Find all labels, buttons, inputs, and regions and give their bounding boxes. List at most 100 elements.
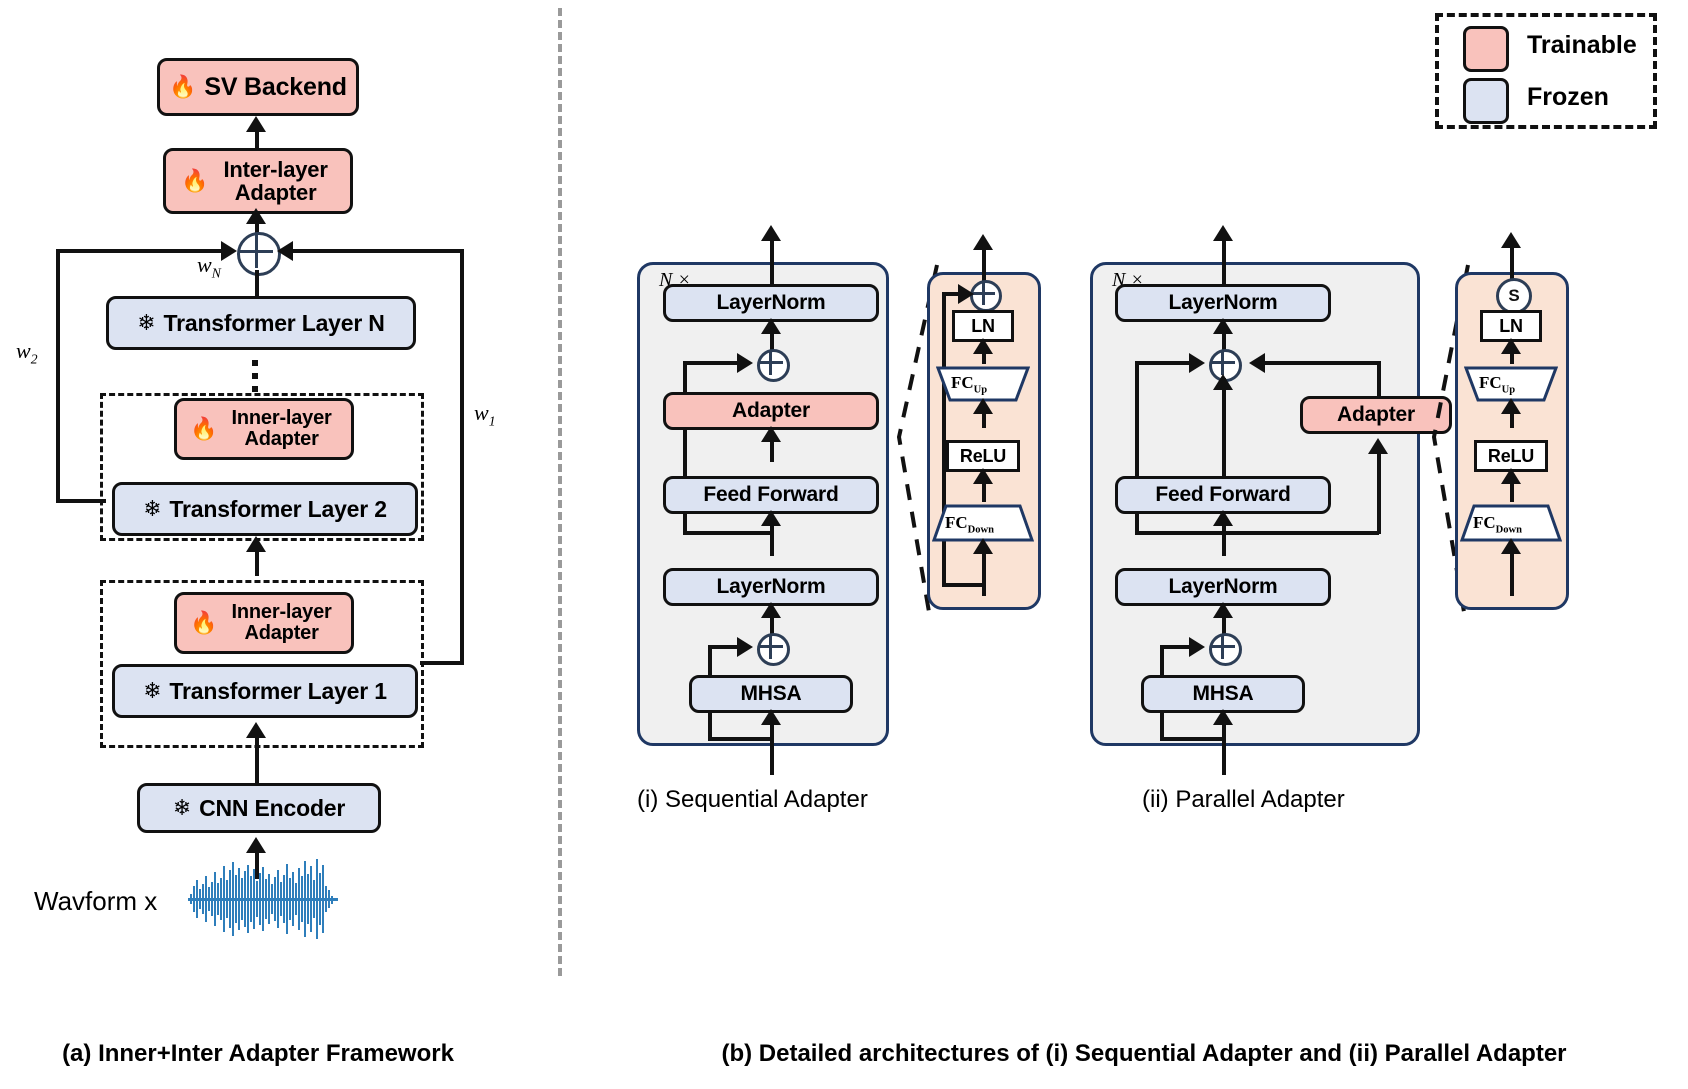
legend-swatch-trainable: [1463, 26, 1509, 72]
seq-layernorm-top-node: LayerNorm: [663, 284, 879, 322]
seq-mhsa-label: MHSA: [740, 681, 802, 705]
seq-layernorm-bottom-label: LayerNorm: [716, 574, 826, 598]
edge-par-adapter-to-sum: [1265, 361, 1381, 365]
edge-seq-ff-to-adapter: [770, 432, 774, 462]
edge-par-branch-tap: [1224, 531, 1379, 535]
par-feedforward-label: Feed Forward: [1155, 482, 1291, 506]
par-adapter-label: Adapter: [1337, 402, 1415, 426]
arrow-right-icon: [221, 241, 237, 261]
pardetail-ln-label: LN: [1499, 315, 1523, 336]
arrow-up-icon: [973, 538, 993, 554]
arrow-up-icon: [1213, 602, 1233, 618]
edge-seq-in: [770, 715, 774, 775]
fire-icon: 🔥: [169, 74, 197, 99]
arrow-right-icon: [1189, 353, 1205, 373]
weight-label-w1: w1: [474, 400, 496, 429]
seq-sum-node-bottom: [757, 633, 790, 666]
edge-seqdetail-fcdown-to-relu: [982, 474, 986, 502]
par-adapter-node: Adapter: [1300, 396, 1452, 434]
edge-w2-rail-vertical: [56, 249, 60, 503]
cnn-encoder-label: CNN Encoder: [199, 794, 346, 821]
edge-w2-rail-horizontal-bottom: [56, 499, 106, 503]
pardetail-ln-node: LN: [1480, 310, 1542, 342]
arrow-up-icon: [761, 709, 781, 725]
inter-layer-adapter-node: 🔥 Inter-layer Adapter: [163, 148, 353, 214]
arrow-up-icon: [973, 338, 993, 354]
seq-sum-node-top: [757, 349, 790, 382]
transformer-layer-2-node: ❄ Transformer Layer 2: [112, 482, 418, 536]
transformer-layer-2-label: Transformer Layer 2: [169, 495, 387, 522]
legend-box: [1435, 13, 1657, 129]
edge-seq-residual-top-vert: [683, 361, 687, 534]
seqdetail-fcdown-label: FCDown: [945, 513, 995, 536]
arrow-up-icon: [973, 234, 993, 250]
arrow-up-icon: [246, 536, 266, 552]
panel-a-caption: (a) Inner+Inter Adapter Framework: [62, 1040, 454, 1067]
pardetail-fcup-label: FCUp: [1479, 373, 1516, 396]
sv-backend-label: SV Backend: [204, 72, 347, 101]
arrow-up-icon: [1213, 374, 1233, 390]
edge-seq-residual-top: [683, 361, 741, 365]
par-layernorm-bottom-node: LayerNorm: [1115, 568, 1331, 606]
arrow-right-icon: [1189, 637, 1205, 657]
arrow-up-icon: [761, 510, 781, 526]
fire-icon: 🔥: [190, 416, 218, 441]
arrow-up-icon: [761, 602, 781, 618]
edge-interadapter-to-svbackend: [255, 122, 259, 158]
weight-label-w2: w2: [16, 338, 38, 367]
inner-layer-adapter-2-label: Inner-layer Adapter: [231, 407, 332, 450]
arrow-up-icon: [973, 398, 993, 414]
seq-feedforward-node: Feed Forward: [663, 476, 879, 514]
edge-seqdetail-residual-h: [942, 583, 984, 587]
arrow-right-icon: [737, 637, 753, 657]
seqdetail-fcup-shape: [936, 366, 1030, 402]
edge-par-residual-bottom: [1160, 645, 1193, 649]
sum-node-wn: [237, 232, 281, 276]
legend-swatch-frozen: [1463, 78, 1509, 124]
seqdetail-ln-node: LN: [952, 310, 1014, 342]
edge-par-residual-bottom-h: [1160, 737, 1224, 741]
waveform-graphic: [188, 859, 338, 939]
seq-adapter-node: Adapter: [663, 392, 879, 430]
panel-b-caption: (b) Detailed architectures of (i) Sequen…: [721, 1040, 1567, 1067]
edge-seq-residual-bottom-h: [708, 737, 772, 741]
arrow-up-icon: [1501, 538, 1521, 554]
par-layernorm-top-node: LayerNorm: [1115, 284, 1331, 322]
seqdetail-fcup-label: FCUp: [951, 373, 988, 396]
arrow-up-icon: [246, 722, 266, 738]
plus-glyph-v: [1221, 634, 1224, 659]
fire-icon: 🔥: [190, 610, 218, 635]
edge-into-group2: [255, 548, 259, 576]
pardetail-fcdown-label: FCDown: [1473, 513, 1523, 536]
seqdetail-fcdown-shape: [932, 504, 1034, 542]
arrow-right-icon: [737, 353, 753, 373]
transformer-layer-n-node: ❄ Transformer Layer N: [106, 296, 416, 350]
par-mhsa-node: MHSA: [1141, 675, 1305, 713]
seq-layernorm-bottom-node: LayerNorm: [663, 568, 879, 606]
edge-seqdetail-out: [982, 240, 986, 282]
waveform-label: Wavform x: [34, 886, 158, 916]
plus-glyph-v: [254, 234, 258, 268]
edge-par-ln-to-ff: [1222, 516, 1226, 556]
edge-par-ff-to-sum: [1222, 378, 1226, 478]
edge-pardetail-in: [1510, 544, 1514, 596]
edge-waveform-to-cnn: [255, 843, 259, 879]
pardetail-fcup-shape: [1464, 366, 1558, 402]
seq-mhsa-node: MHSA: [689, 675, 853, 713]
snowflake-icon: ❄: [143, 678, 162, 703]
edge-w2-rail-horizontal-top: [56, 249, 226, 253]
seq-detail-connector: [896, 264, 939, 613]
arrow-up-icon: [761, 426, 781, 442]
edge-w1-rail-vertical: [460, 249, 464, 665]
arrow-up-icon: [761, 225, 781, 241]
edge-seqdetail-relu-to-fcup: [982, 404, 986, 428]
arrow-up-icon: [1213, 510, 1233, 526]
arrow-up-icon: [1501, 398, 1521, 414]
par-mhsa-label: MHSA: [1192, 681, 1254, 705]
edge-seqdetail-residual-vert: [942, 292, 946, 586]
inner-adapter-group-1: [100, 580, 424, 748]
legend-label-frozen: Frozen: [1527, 83, 1609, 111]
seq-layernorm-top-label: LayerNorm: [716, 290, 826, 314]
edge-par-residual-left: [1135, 361, 1193, 365]
seq-adapter-label: Adapter: [732, 398, 810, 422]
